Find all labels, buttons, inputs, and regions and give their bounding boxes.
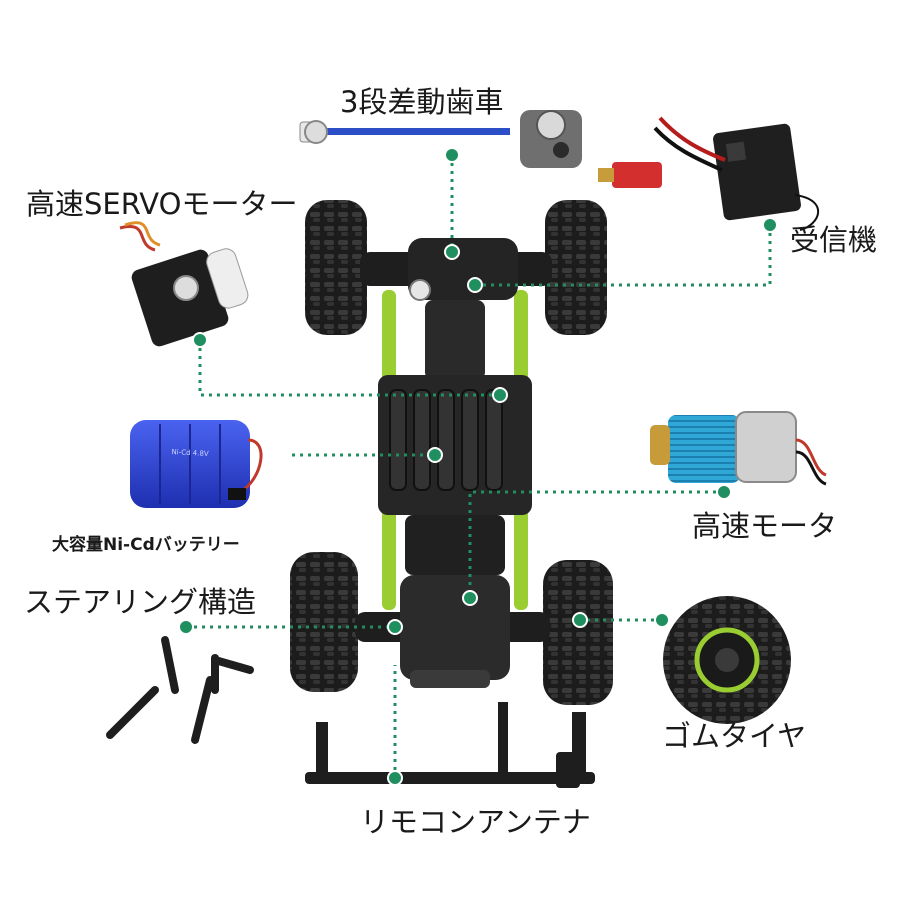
center-link (425, 300, 485, 380)
callout-dots (178, 147, 778, 786)
center-driveshaft-area (405, 515, 505, 575)
steering-part (106, 636, 254, 744)
rear-gearbox (400, 575, 510, 680)
label-receiver: 受信機 (790, 223, 878, 257)
motor-part (650, 411, 827, 486)
receiver-part (598, 116, 820, 231)
front-right-wheel (545, 200, 607, 335)
rear-left-wheel (290, 552, 358, 692)
front-left-wheel (305, 200, 367, 335)
rear-bumper (410, 670, 490, 688)
front-gear-detail (409, 279, 431, 301)
servo-part (119, 221, 249, 347)
label-steering: ステアリング構造 (24, 585, 257, 619)
differential-part (299, 110, 582, 168)
battery-part: Ni-Cd 4.8V (130, 420, 263, 508)
label-differential: 3段差動歯車 (340, 85, 504, 119)
front-diff-housing (408, 238, 518, 300)
antenna-part (305, 702, 595, 788)
label-battery: 大容量Ni-Cdバッテリー (52, 535, 240, 555)
rc-car-chassis (290, 200, 613, 705)
label-antenna: リモコンアンテナ (360, 805, 591, 839)
battery-print: Ni-Cd 4.8V (171, 448, 209, 458)
tire-part (663, 596, 791, 724)
rear-right-wheel (543, 560, 613, 705)
callout-lines (186, 155, 772, 778)
label-servo: 高速SERVOモーター (26, 187, 298, 221)
label-motor: 高速モータ (692, 509, 838, 543)
label-tire: ゴムタイヤ (662, 719, 807, 753)
